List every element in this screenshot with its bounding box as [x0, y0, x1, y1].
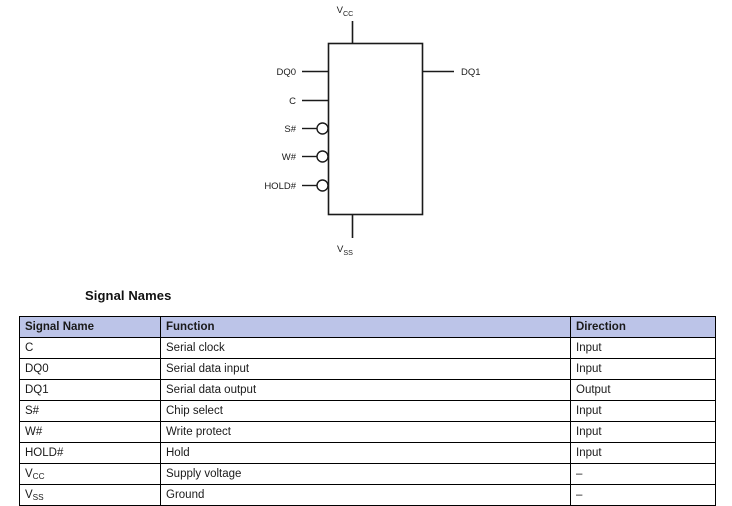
chip-body-rect: [327, 42, 424, 216]
signal-text: S#: [25, 404, 40, 417]
signal-text: W#: [25, 425, 43, 438]
cell-function: Hold: [160, 442, 571, 464]
cell-function: Supply voltage: [160, 463, 571, 485]
cell-signal-name: HOLD#: [19, 442, 161, 464]
cell-function: Chip select: [160, 400, 571, 422]
table-row: VSS Ground –: [19, 484, 716, 506]
cell-direction: Output: [570, 379, 716, 401]
vcc-label-base: V: [337, 5, 344, 16]
vcc-label-sub: CC: [343, 9, 353, 18]
pin-label-s: S#: [284, 124, 296, 135]
vcc-pin-label: VCC: [337, 5, 354, 18]
table-row: C Serial clock Input: [19, 337, 716, 359]
table-row: W# Write protect Input: [19, 421, 716, 443]
vss-label-sub: SS: [343, 248, 353, 257]
active-low-bubble-s: [316, 122, 329, 135]
signal-text: C: [25, 341, 34, 354]
pin-label-w: W#: [282, 152, 297, 163]
signal-text: HOLD#: [25, 446, 64, 459]
signal-text: V: [25, 467, 33, 480]
vss-pin-label: VSS: [337, 244, 353, 257]
cell-direction: Input: [570, 442, 716, 464]
cell-signal-name: S#: [19, 400, 161, 422]
cell-function: Write protect: [160, 421, 571, 443]
cell-function: Serial clock: [160, 337, 571, 359]
cell-direction: –: [570, 463, 716, 485]
pin-label-dq1: DQ1: [461, 67, 481, 78]
active-low-bubble-hold: [316, 179, 329, 192]
cell-direction: –: [570, 484, 716, 506]
cell-signal-name: VCC: [19, 463, 161, 485]
table-row: VCC Supply voltage –: [19, 463, 716, 485]
table-body: C Serial clock Input DQ0 Serial data inp…: [19, 337, 716, 506]
pin-label-c: C: [289, 96, 296, 107]
signal-names-table-container: Signal Name Function Direction C Serial …: [19, 316, 716, 506]
table-header-row: Signal Name Function Direction: [19, 316, 716, 338]
cell-direction: Input: [570, 358, 716, 380]
cell-function: Serial data output: [160, 379, 571, 401]
signal-names-heading: Signal Names: [85, 288, 172, 303]
pin-label-dq0: DQ0: [276, 67, 296, 78]
signal-subscript: CC: [32, 471, 45, 481]
table-row: DQ1 Serial data output Output: [19, 379, 716, 401]
signal-subscript: SS: [32, 492, 44, 502]
signal-text: V: [25, 488, 33, 501]
cell-direction: Input: [570, 421, 716, 443]
cell-signal-name: C: [19, 337, 161, 359]
signal-text: DQ0: [25, 362, 49, 375]
cell-signal-name: W#: [19, 421, 161, 443]
table-row: S# Chip select Input: [19, 400, 716, 422]
cell-signal-name: DQ0: [19, 358, 161, 380]
column-header-function: Function: [160, 316, 571, 338]
pin-label-hold: HOLD#: [264, 181, 296, 192]
cell-direction: Input: [570, 400, 716, 422]
signal-names-table: Signal Name Function Direction C Serial …: [19, 316, 716, 506]
signal-text: DQ1: [25, 383, 49, 396]
cell-direction: Input: [570, 337, 716, 359]
table-row: DQ0 Serial data input Input: [19, 358, 716, 380]
cell-signal-name: VSS: [19, 484, 161, 506]
column-header-direction: Direction: [570, 316, 716, 338]
logic-block-diagram: VCC VSS DQ0 C S# W# HOLD# DQ1: [264, 5, 481, 257]
cell-function: Ground: [160, 484, 571, 506]
active-low-bubble-w: [316, 150, 329, 163]
column-header-signal-name: Signal Name: [19, 316, 161, 338]
cell-signal-name: DQ1: [19, 379, 161, 401]
vss-label-base: V: [337, 244, 344, 255]
cell-function: Serial data input: [160, 358, 571, 380]
table-row: HOLD# Hold Input: [19, 442, 716, 464]
